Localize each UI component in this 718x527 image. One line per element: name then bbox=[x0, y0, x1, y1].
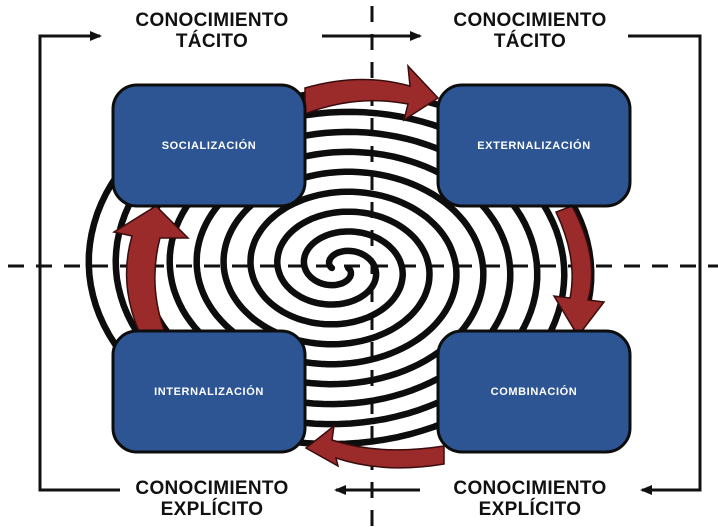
process-arrows bbox=[112, 63, 606, 469]
bottom-left-label-line1: CONOCIMIENTO bbox=[135, 478, 289, 499]
bottom-right-label: CONOCIMIENTO EXPLÍCITO bbox=[430, 478, 630, 520]
externalizacion-label: EXTERNALIZACIÓN bbox=[477, 139, 591, 152]
top-left-label: CONOCIMIENTO TÁCITO bbox=[112, 10, 312, 52]
box-combinacion bbox=[436, 329, 632, 454]
top-right-label-line2: TÁCITO bbox=[493, 31, 567, 52]
top-right-label-line1: CONOCIMIENTO bbox=[453, 10, 607, 31]
internalizacion-label: INTERNALIZACIÓN bbox=[154, 385, 264, 398]
bottom-right-label-line1: CONOCIMIENTO bbox=[453, 478, 607, 499]
left-flow-bracket bbox=[38, 31, 120, 492]
arrow-socializacion-to-externalizacion bbox=[304, 63, 440, 122]
top-right-label: CONOCIMIENTO TÁCITO bbox=[430, 10, 630, 52]
bottom-right-label-line2: EXPLÍCITO bbox=[478, 499, 582, 520]
box-internalizacion bbox=[111, 329, 307, 454]
combinacion-label: COMBINACIÓN bbox=[490, 385, 578, 398]
box-externalizacion bbox=[436, 83, 632, 208]
mode-boxes bbox=[111, 83, 632, 454]
box-socializacion bbox=[111, 83, 307, 208]
top-left-label-line1: CONOCIMIENTO bbox=[135, 10, 289, 31]
bottom-left-label-line2: EXPLÍCITO bbox=[160, 499, 264, 520]
arrow-combinacion-to-internalizacion bbox=[304, 424, 445, 469]
right-flow-bracket bbox=[628, 34, 702, 495]
top-left-label-line2: TÁCITO bbox=[175, 31, 249, 52]
bottom-left-label: CONOCIMIENTO EXPLÍCITO bbox=[112, 478, 312, 520]
socializacion-label: SOCIALIZACIÓN bbox=[161, 139, 257, 152]
